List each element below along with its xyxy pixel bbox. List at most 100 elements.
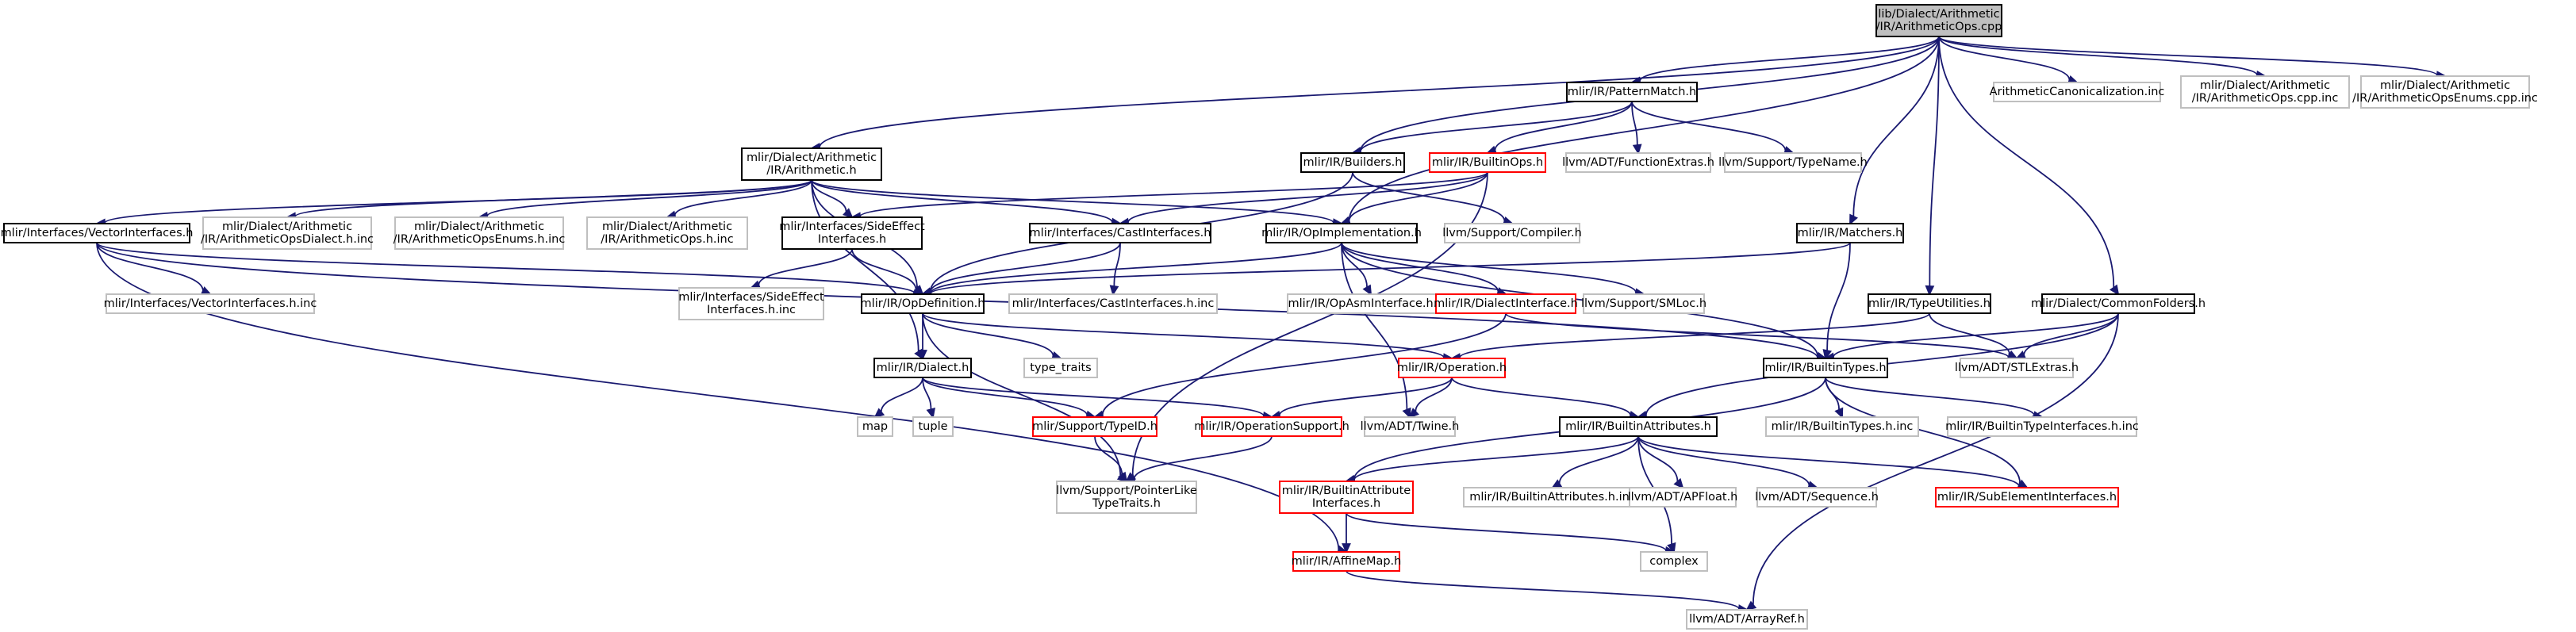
node-builtinattributes[interactable]: mlir/IR/BuiltinAttributes.h [1559,416,1718,437]
node-typeutilities[interactable]: mlir/IR/TypeUtilities.h [1868,293,1991,314]
node-box-arithopshinc [586,216,748,250]
edge-opimplementation-to-opdefinition [930,242,1342,294]
node-box-builtinattributesinc [1463,487,1642,508]
edge-commonfolders-to-stlextras [2023,312,2119,356]
node-label-dialectinterface-line-0: mlir/IR/DialectInterface.h [1434,297,1578,310]
node-patternmatch[interactable]: mlir/IR/PatternMatch.h [1566,82,1698,102]
node-operation[interactable]: mlir/IR/Operation.h [1397,358,1507,378]
edge-typeutilities-to-operation [1459,312,1930,358]
node-box-arithenumsinc [394,216,564,250]
node-builtintypesinc: mlir/IR/BuiltinTypes.h.inc [1765,416,1919,437]
node-label-arithenumsinc-line-1: /IR/ArithmeticOpsEnums.h.inc [394,233,566,246]
arrowhead-root-to-commonfolders [2109,284,2120,296]
node-root[interactable]: lib/Dialect/Arithmetic/IR/ArithmeticOps.… [1875,4,2002,37]
node-label-apfloat-line-0: llvm/ADT/APFloat.h [1628,491,1738,504]
arrowhead-arithh-to-sideeffect [842,208,854,219]
arrowhead-castinterfaces-to-castinterfacesinc [1109,285,1119,297]
node-label-arithopsenumscppinc-line-1: /IR/ArithmeticOpsEnums.cpp.inc [2352,92,2538,105]
edge-opdefinition-to-pointerliketypetraits [922,312,1122,477]
edge-typeutilities-to-stlextras [1929,312,2011,355]
node-commonfolders[interactable]: mlir/Dialect/CommonFolders.h [2031,293,2206,314]
edge-builtinops-to-castinterfaces [1127,171,1488,224]
node-label-patternmatch-line-0: mlir/IR/PatternMatch.h [1568,86,1696,98]
node-dialectinterface[interactable]: mlir/IR/DialectInterface.h [1434,293,1578,314]
node-box-builtintypes [1763,358,1888,378]
node-box-operationsupport [1201,416,1342,437]
arrowhead-builtinattrinterfaces-to-affinemap [1342,543,1351,554]
node-box-pointerliketypetraits [1056,481,1197,514]
node-box-commonfolders [2041,293,2195,314]
edge-dialectinterface-to-stlextras [1505,312,2010,358]
node-label-dialect-line-0: mlir/IR/Dialect.h [877,362,969,374]
edge-opdefinition-to-typetraits [922,312,1054,357]
node-typetraits: type_traits [1023,358,1098,378]
node-label-arithopscppinc-line-0: mlir/Dialect/Arithmetic [2200,79,2330,92]
node-label-vectorinterfacesinc-line-0: mlir/Interfaces/VectorInterfaces.h.inc [104,297,317,310]
node-vectorinterfacesinc: mlir/Interfaces/VectorInterfaces.h.inc [104,293,317,314]
edge-patternmatch-to-typename [1631,101,1787,151]
node-affinemap[interactable]: mlir/IR/AffineMap.h [1292,551,1402,572]
node-castinterfaces[interactable]: mlir/Interfaces/CastInterfaces.h [1029,223,1211,243]
node-box-smloc [1583,293,1705,314]
edge-matchers-to-opdefinition [930,242,1851,295]
arrowhead-opdefinition-to-dialect [918,350,927,361]
node-vectorinterfaces[interactable]: mlir/Interfaces/VectorInterfaces.h [1,223,194,243]
node-label-opasminterface-line-0: mlir/IR/OpAsmInterface.h.inc [1288,297,1454,310]
edge-commonfolders-to-arrayref [1752,312,2119,605]
node-builtinops[interactable]: mlir/IR/BuiltinOps.h [1429,152,1546,173]
node-box-apfloat [1629,487,1737,508]
node-label-arithopsenumscppinc-line-0: mlir/Dialect/Arithmetic [2380,79,2510,92]
node-box-matchers [1796,223,1904,243]
node-label-arithopscppinc-line-1: /IR/ArithmeticOps.cpp.inc [2192,92,2339,105]
edge-builtintypes-to-builtintypeinterfacesinc [1825,377,2036,416]
edge-patternmatch-to-functionextras [1631,101,1638,146]
node-dialect[interactable]: mlir/IR/Dialect.h [873,358,972,378]
node-label-opdefinition-line-0: mlir/IR/OpDefinition.h [861,297,985,310]
node-label-pointerliketypetraits-line-1: TypeTraits.h [1092,497,1161,510]
edge-arithh-to-arithdialectinc [294,179,812,218]
node-label-tuple-line-0: tuple [918,420,947,433]
node-label-arithdialectinc-line-1: /IR/ArithmeticOpsDialect.h.inc [201,233,374,246]
arrowhead-dialect-to-tuple [926,407,935,419]
node-complex: complex [1640,551,1708,572]
edge-root-to-arithcanon [1938,36,2071,81]
node-operationsupport[interactable]: mlir/IR/OperationSupport.h [1194,416,1349,437]
edge-builtintypes-to-subelementinterfaces [1825,377,2021,485]
node-map: map [857,416,893,437]
node-label-sideeffect-line-1: Interfaces.h [818,233,886,246]
node-subelementinterfaces[interactable]: mlir/IR/SubElementInterfaces.h [1935,487,2119,508]
node-typename: llvm/Support/TypeName.h [1718,152,1868,173]
node-label-typetraits-line-0: type_traits [1030,362,1091,374]
arrowhead-patternmatch-to-functionextras [1632,144,1642,155]
node-box-typename [1724,152,1862,173]
node-builtintypes[interactable]: mlir/IR/BuiltinTypes.h [1763,358,1888,378]
node-builders[interactable]: mlir/IR/Builders.h [1300,152,1405,173]
node-box-sideeffectinc [678,287,824,320]
node-box-root [1875,4,2002,37]
node-matchers[interactable]: mlir/IR/Matchers.h [1796,223,1904,243]
node-label-builtinattrinterfaces-line-0: mlir/IR/BuiltinAttribute [1282,485,1411,497]
node-arithh[interactable]: mlir/Dialect/Arithmetic/IR/Arithmetic.h [741,147,882,181]
node-box-builtinattributes [1559,416,1718,437]
edge-root-to-commonfolders [1938,36,2115,288]
node-arrayref: llvm/ADT/ArrayRef.h [1686,609,1808,630]
node-opdefinition[interactable]: mlir/IR/OpDefinition.h [861,293,985,314]
node-label-sideeffect-line-0: mlir/Interfaces/SideEffect [779,220,925,233]
node-label-builders-line-0: mlir/IR/Builders.h [1303,156,1403,169]
node-label-compiler-line-0: llvm/Support/Compiler.h [1442,227,1582,239]
edge-castinterfaces-to-opdefinition [929,242,1121,293]
node-box-compiler [1444,223,1580,243]
node-label-root-line-0: lib/Dialect/Arithmetic [1878,8,1999,21]
edge-builtinattributes-to-apfloat [1637,435,1679,482]
node-opimplementation[interactable]: mlir/IR/OpImplementation.h [1261,223,1422,243]
node-box-dialect [873,358,972,378]
node-typeid[interactable]: mlir/Support/TypeID.h [1032,416,1157,437]
arrowhead-opimplementation-to-twine [1402,407,1411,419]
edge-builtinattributes-to-subelementinterfaces [1637,435,2020,488]
node-box-arrayref [1686,609,1808,630]
node-apfloat: llvm/ADT/APFloat.h [1628,487,1738,508]
